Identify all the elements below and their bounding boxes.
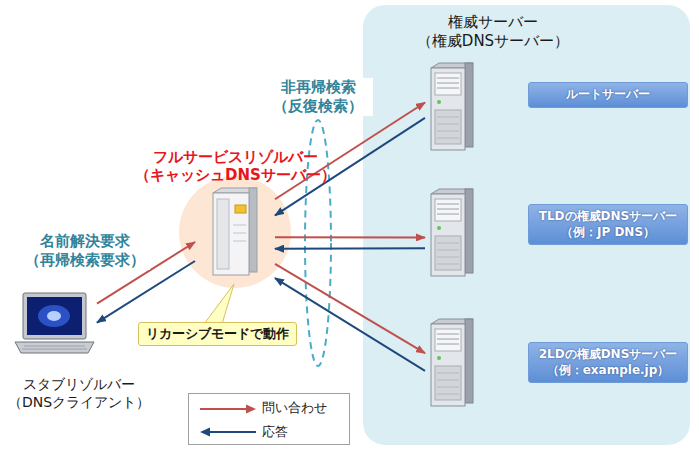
legend-text: 応答	[262, 424, 288, 440]
connector-arrow	[275, 247, 425, 249]
server-label: TLDの権威DNSサーバー （例：JP DNS）	[528, 204, 688, 245]
server-node: ルートサーバー	[425, 62, 688, 152]
legend-response-line	[208, 431, 256, 433]
callout-pointer	[204, 284, 234, 324]
server-label: 2LDの権威DNSサーバー （例：example.jp）	[528, 342, 688, 383]
legend-query-line	[200, 408, 248, 410]
server-icon	[425, 318, 475, 408]
server-icon	[425, 188, 475, 278]
callout-text: リカーシブモードで動作	[146, 326, 289, 341]
resolver-icon	[195, 185, 275, 280]
resolver-glow	[179, 176, 291, 288]
connector-arrow	[275, 236, 425, 238]
legend-response-head	[200, 428, 210, 437]
connector-arrow	[97, 261, 195, 323]
callout-node: リカーシブモードで動作	[138, 322, 297, 346]
server-node: TLDの権威DNSサーバー （例：JP DNS）	[425, 188, 688, 278]
server-label: ルートサーバー	[528, 82, 688, 108]
resolver-heading: フルサービスリゾルバー （キャッシュDNSサーバー）	[128, 148, 343, 186]
server-icon	[425, 62, 475, 152]
connector-arrow	[275, 264, 425, 353]
stub-node: スタブリゾルバー （DNSクライアント）	[12, 292, 97, 357]
laptop-icon	[12, 292, 97, 357]
stub-heading: スタブリゾルバー （DNSクライアント）	[4, 376, 154, 411]
authoritative-panel	[363, 5, 690, 445]
connector-arrow	[275, 278, 425, 371]
legend-box	[189, 394, 350, 445]
resolver-node: フルサービスリゾルバー （キャッシュDNSサーバー）	[195, 185, 275, 280]
legend-query-head	[246, 405, 256, 414]
legend-text: 問い合わせ	[262, 400, 327, 416]
panel-node: 権威サーバー （権威DNSサーバー） ルートサーバー TLDの権威DNSサーバー （…	[363, 5, 690, 445]
panel-heading: 権威サーバー （権威DNSサーバー）	[403, 13, 583, 51]
flow-label: 非再帰検索 （反復検索）	[263, 78, 373, 116]
server-node: 2LDの権威DNSサーバー （例：example.jp）	[425, 318, 688, 406]
flow-label: 名前解決要求 （再帰検索要求）	[20, 232, 150, 270]
